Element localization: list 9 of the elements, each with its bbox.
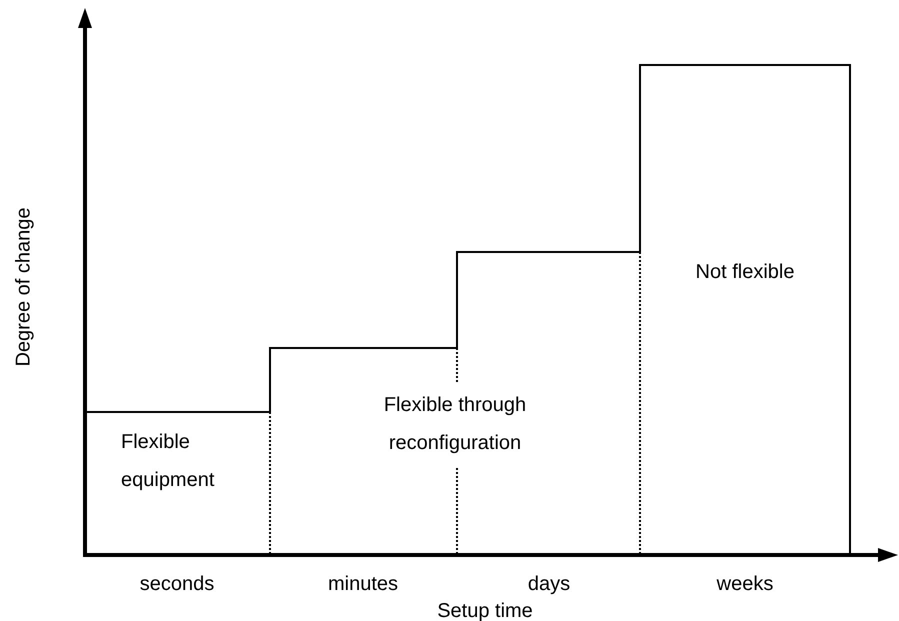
tick-label: seconds [140,573,214,596]
tick-label: days [528,573,570,596]
region-label: Flexible through reconfiguration [382,393,528,456]
region-label: Not flexible [694,260,796,285]
axis-title: Degree of change [12,208,36,366]
axis-title: Setup time [437,600,533,621]
region-label: Flexible equipment [121,430,216,493]
tick-label: minutes [328,573,398,596]
tick-label: weeks [716,573,774,596]
